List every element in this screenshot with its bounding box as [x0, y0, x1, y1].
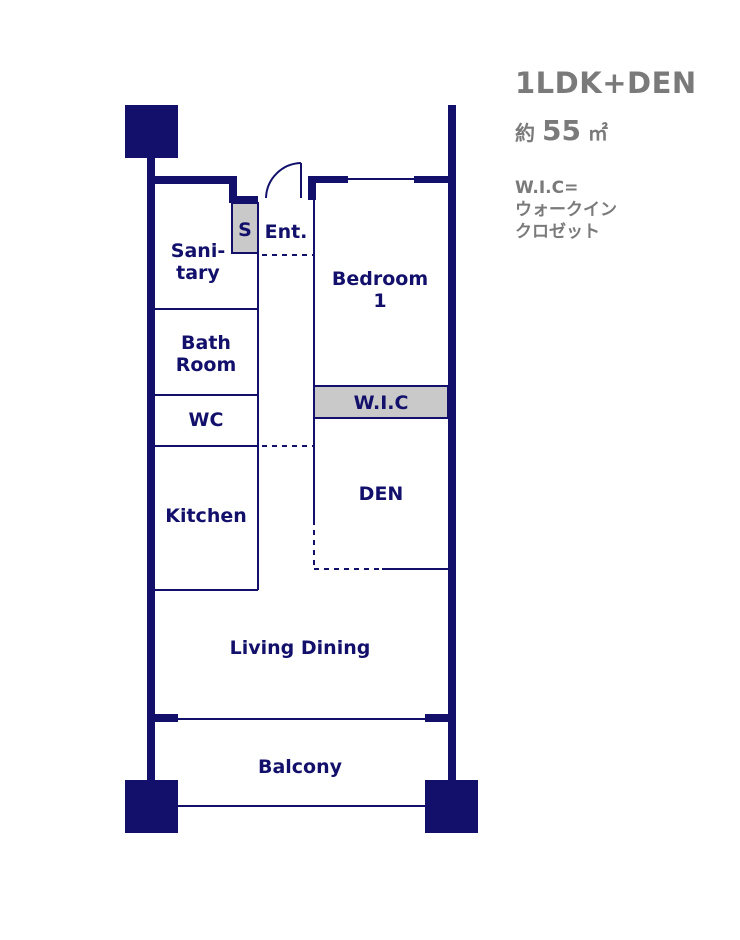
wic-note-line2: ウォークイン — [515, 200, 617, 220]
room-label-storage: S — [238, 219, 252, 241]
area-unit: ㎡ — [587, 121, 608, 145]
wic-note-line3: クロゼット — [515, 222, 600, 242]
room-label-bath-1: Bath — [181, 332, 231, 354]
room-label-den: DEN — [359, 483, 404, 505]
wic-note: W.I.C= ウォークイン クロゼット — [515, 177, 617, 243]
exterior-walls — [147, 105, 456, 790]
room-label-wic: W.I.C — [354, 392, 409, 414]
room-label-sanitary-2: tary — [176, 262, 220, 284]
room-label-living: Living Dining — [230, 637, 371, 659]
column-top-left — [125, 105, 178, 158]
room-label-kitchen: Kitchen — [165, 505, 247, 527]
room-label-wc: WC — [189, 409, 224, 431]
room-label-balcony: Balcony — [258, 756, 343, 778]
room-label-bath-2: Room — [176, 354, 237, 376]
area-value: 55 — [541, 114, 581, 147]
room-label-bedroom-2: 1 — [373, 290, 386, 312]
room-label-sanitary-1: Sani- — [171, 240, 225, 262]
dashed-boundaries — [262, 254, 382, 570]
layout-type-title: 1LDK+DEN — [515, 66, 697, 100]
wic-note-line1: W.I.C= — [515, 178, 579, 198]
room-label-bedroom-1: Bedroom — [332, 268, 428, 290]
wic-band — [313, 385, 449, 419]
area-prefix: 約 — [515, 121, 535, 145]
door-swing — [265, 162, 302, 199]
storage-box — [231, 202, 259, 254]
area-label: 約 55 ㎡ — [515, 114, 608, 147]
room-label-entrance: Ent. — [265, 221, 308, 243]
